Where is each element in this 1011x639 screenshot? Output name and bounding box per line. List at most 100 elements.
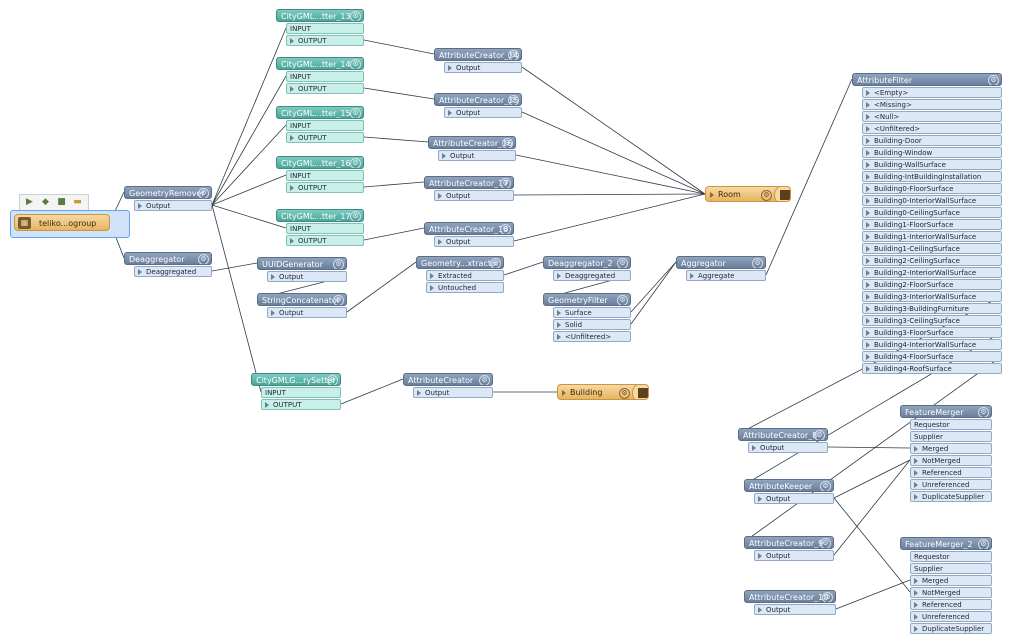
output-port[interactable]: Aggregate xyxy=(686,270,766,281)
transformer-creator-10[interactable]: AttributeCreator_10⚙Output xyxy=(744,590,836,615)
output-port[interactable]: Building4-RoofSurface xyxy=(862,363,1002,374)
add-writer-icon[interactable]: ■ xyxy=(57,197,66,207)
transformer-uuid[interactable]: UUIDGenerator⚙Output xyxy=(257,257,347,282)
output-port[interactable]: <Missing> xyxy=(862,99,1002,110)
transformer-geometry-remover[interactable]: GeometryRemover⚙Output xyxy=(124,186,212,211)
transformer-keeper[interactable]: AttributeKeeper⚙Output xyxy=(744,479,834,504)
input-port[interactable]: Requestor xyxy=(910,419,992,430)
output-port[interactable]: Building-IntBuildingInstallation xyxy=(862,171,1002,182)
transformer-deagg2[interactable]: Deaggregator_2⚙Deaggregated xyxy=(543,256,631,281)
output-port[interactable]: Building1-CeilingSurface xyxy=(862,243,1002,254)
output-port[interactable]: Deaggregated xyxy=(134,266,212,277)
gear-icon[interactable]: ⚙ xyxy=(333,295,344,305)
output-port[interactable]: Output xyxy=(748,442,828,453)
gear-icon[interactable]: ⚙ xyxy=(350,59,361,69)
output-port[interactable]: Output xyxy=(444,62,522,73)
transformer-creator[interactable]: AttributeCreator⚙Output xyxy=(403,373,493,398)
output-port[interactable]: OUTPUT xyxy=(286,132,364,143)
gear-icon[interactable]: ⚙ xyxy=(350,108,361,118)
output-port[interactable]: Referenced xyxy=(910,599,992,610)
node-title[interactable]: AttributeCreator_9⚙ xyxy=(744,536,834,549)
output-port[interactable]: Solid xyxy=(553,319,631,330)
node-title[interactable]: CityGML...tter_16⚙ xyxy=(276,156,364,169)
output-port[interactable]: Output xyxy=(413,387,493,398)
node-title[interactable]: Aggregator⚙ xyxy=(676,256,766,269)
output-port[interactable]: Output xyxy=(438,150,516,161)
node-title[interactable]: AttributeCreator_17⚙ xyxy=(424,176,514,189)
output-port[interactable]: Building2-CeilingSurface xyxy=(862,255,1002,266)
output-port[interactable]: DuplicateSupplier xyxy=(910,491,992,502)
output-port[interactable]: Merged xyxy=(910,575,992,586)
transformer-creator-18[interactable]: AttributeCreator_18⚙Output xyxy=(424,222,514,247)
gear-icon[interactable]: ⚙ xyxy=(752,258,763,268)
gear-icon[interactable]: ⚙ xyxy=(333,259,344,269)
node-title[interactable]: CityGML...tter_15⚙ xyxy=(276,106,364,119)
node-title[interactable]: Deaggregator⚙ xyxy=(124,252,212,265)
gear-icon[interactable]: ⚙ xyxy=(822,592,833,602)
reader-node[interactable]: ▦ teliko...ogroup xyxy=(14,214,110,231)
output-port[interactable]: Output xyxy=(267,307,347,318)
output-port[interactable]: Building-Door xyxy=(862,135,1002,146)
output-port[interactable]: Building0-CeilingSurface xyxy=(862,207,1002,218)
node-title[interactable]: CityGML...tter_13⚙ xyxy=(276,9,364,22)
transformer-concat[interactable]: StringConcatenator⚙Output xyxy=(257,293,347,318)
gear-icon[interactable]: ⚙ xyxy=(508,95,519,105)
node-title[interactable]: AttributeCreator_18⚙ xyxy=(424,222,514,235)
output-port[interactable]: Building-Window xyxy=(862,147,1002,158)
gear-icon[interactable]: ⚙ xyxy=(761,190,772,201)
output-port[interactable]: Building1-FloorSurface xyxy=(862,219,1002,230)
output-port[interactable]: Merged xyxy=(910,443,992,454)
gear-icon[interactable]: ⚙ xyxy=(820,538,831,548)
gear-icon[interactable]: ⚙ xyxy=(988,75,999,85)
node-title[interactable]: GeometryFilter⚙ xyxy=(543,293,631,306)
output-port[interactable]: Untouched xyxy=(426,282,504,293)
gear-icon[interactable]: ⚙ xyxy=(490,258,501,268)
transformer-attrfilter[interactable]: AttributeFilter⚙<Empty><Missing><Null><U… xyxy=(852,73,1002,374)
gear-icon[interactable]: ⚙ xyxy=(500,178,511,188)
input-port[interactable]: INPUT xyxy=(286,23,364,34)
transformer-creator-9[interactable]: AttributeCreator_9⚙Output xyxy=(744,536,834,561)
output-port[interactable]: Surface xyxy=(553,307,631,318)
input-port[interactable]: INPUT xyxy=(286,120,364,131)
node-title[interactable]: AttributeCreator_16⚙ xyxy=(428,136,516,149)
folder-icon[interactable]: ▬ xyxy=(73,197,82,207)
output-port[interactable]: Output xyxy=(434,236,514,247)
add-reader-icon[interactable]: ▶ xyxy=(26,197,33,207)
transformer-creator-8[interactable]: AttributeCreator_8⚙Output xyxy=(738,428,828,453)
output-port[interactable]: Output xyxy=(754,493,834,504)
node-title[interactable]: AttributeFilter⚙ xyxy=(852,73,1002,86)
transformer-creator-16[interactable]: AttributeCreator_16⚙Output xyxy=(428,136,516,161)
output-port[interactable]: NotMerged xyxy=(910,587,992,598)
output-port[interactable]: Deaggregated xyxy=(553,270,631,281)
output-port[interactable]: Referenced xyxy=(910,467,992,478)
node-title[interactable]: FeatureMerger_2⚙ xyxy=(900,537,992,550)
input-port[interactable]: Supplier xyxy=(910,563,992,574)
writer-title[interactable]: Room⚙ xyxy=(705,186,791,202)
input-port[interactable]: INPUT xyxy=(286,71,364,82)
node-title[interactable]: Geometry...xtractor⚙ xyxy=(416,256,504,269)
output-port[interactable]: NotMerged xyxy=(910,455,992,466)
output-port[interactable]: Building2-InteriorWallSurface xyxy=(862,267,1002,278)
gear-icon[interactable]: ⚙ xyxy=(619,388,630,399)
transformer-deaggregator[interactable]: Deaggregator⚙Deaggregated xyxy=(124,252,212,277)
output-port[interactable]: Building1-InteriorWallSurface xyxy=(862,231,1002,242)
output-port[interactable]: Output xyxy=(134,200,212,211)
output-port[interactable]: DuplicateSupplier xyxy=(910,623,992,634)
output-port[interactable]: OUTPUT xyxy=(261,399,341,410)
node-title[interactable]: CityGMLG...rySetter⚙ xyxy=(251,373,341,386)
transformer-aggregator[interactable]: Aggregator⚙Aggregate xyxy=(676,256,766,281)
input-port[interactable]: INPUT xyxy=(286,170,364,181)
gear-icon[interactable]: ⚙ xyxy=(350,211,361,221)
transformer-creator-14[interactable]: AttributeCreator_14⚙Output xyxy=(434,48,522,73)
gear-icon[interactable]: ⚙ xyxy=(617,258,628,268)
output-port[interactable]: <Unfiltered> xyxy=(553,331,631,342)
node-title[interactable]: FeatureMerger⚙ xyxy=(900,405,992,418)
gear-icon[interactable]: ⚙ xyxy=(617,295,628,305)
gear-icon[interactable]: ⚙ xyxy=(820,481,831,491)
output-port[interactable]: <Unfiltered> xyxy=(862,123,1002,134)
